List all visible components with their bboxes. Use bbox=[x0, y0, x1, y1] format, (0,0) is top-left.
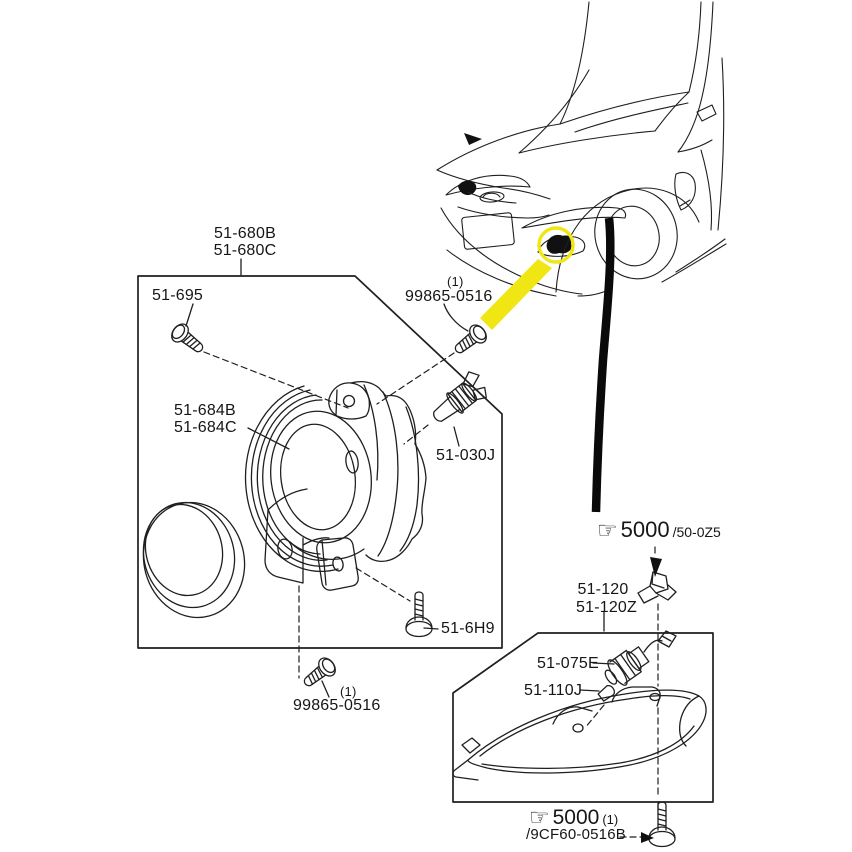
fog-lamp-assembly-code: 51-680B 51-680C bbox=[200, 225, 290, 259]
marker-code-line1: 51-120 bbox=[577, 581, 629, 598]
yellow-pointer-stripe bbox=[480, 259, 552, 330]
left-headlight bbox=[445, 174, 531, 196]
pointing-hand-icon: ☞ bbox=[529, 804, 550, 830]
screw-bottom-code: 99865-0516 bbox=[293, 697, 381, 714]
assembly-code-line1: 51-680B bbox=[214, 225, 276, 242]
car-illustration bbox=[436, 1, 727, 297]
location-pointer-black bbox=[591, 217, 615, 513]
license-plate bbox=[461, 212, 515, 250]
screw-ref-qty: (1) bbox=[602, 812, 619, 827]
fender-gill bbox=[674, 171, 696, 211]
cowl-vent-shape bbox=[464, 133, 482, 145]
screw-code-51-695: 51-695 bbox=[152, 287, 204, 304]
fog-lamp-lens bbox=[142, 501, 246, 619]
front-wheel bbox=[594, 188, 678, 280]
side-marker-lamp bbox=[452, 686, 707, 781]
bolt-51-6H9 bbox=[405, 591, 433, 638]
screw-bottom-qty: (1) bbox=[340, 684, 357, 699]
bulb-socket-51-075E bbox=[604, 646, 650, 686]
screw-top-code: 99865-0516 bbox=[405, 288, 493, 305]
bracket-code-line1: 51-684B bbox=[174, 402, 236, 419]
screw-ref-part: /9CF60-0516B bbox=[526, 826, 626, 843]
side-marker-parts-box bbox=[452, 546, 714, 848]
fog-lamp-highlight bbox=[480, 226, 575, 330]
arrowhead-down bbox=[650, 557, 662, 577]
screw-99865-0516-bottom bbox=[298, 654, 340, 693]
assembly-dashed-lines bbox=[203, 351, 455, 679]
screw-9CF60-0516B bbox=[648, 801, 676, 848]
fog-lamp-bracket bbox=[264, 488, 359, 591]
fog-lamp-shape bbox=[546, 234, 572, 254]
screw-ref-code: 5000 bbox=[552, 806, 600, 829]
assembly-dashed-lines-marker bbox=[584, 546, 659, 838]
side-marker-box-outline bbox=[452, 632, 714, 803]
fog-lamp-housing bbox=[269, 381, 427, 562]
yellow-highlight-circle bbox=[537, 226, 575, 264]
clip-5000 bbox=[637, 571, 677, 604]
screw-ref-note: ☞ 5000 (1) bbox=[529, 806, 618, 829]
mount-bolt-code: 51-6H9 bbox=[441, 620, 495, 637]
clip-ref-suffix: /50-0Z5 bbox=[672, 524, 721, 540]
clip-ref-code: 5000 bbox=[620, 517, 670, 542]
pointing-hand-icon: ☞ bbox=[597, 517, 618, 543]
socket-code: 51-075E bbox=[537, 655, 599, 672]
screw-51-695 bbox=[167, 320, 209, 359]
fog-lamp-parts-box bbox=[137, 258, 503, 698]
screw-top-qty: (1) bbox=[447, 274, 464, 289]
fog-lamp-box-outline bbox=[137, 275, 503, 649]
bulb-51-110J bbox=[597, 685, 615, 702]
mazda-badge bbox=[479, 191, 505, 203]
door-mirror bbox=[696, 104, 717, 122]
side-marker-assembly-code: 51-120 51-120Z bbox=[576, 581, 637, 617]
bracket-code: 51-684B 51-684C bbox=[174, 402, 237, 436]
right-headlight bbox=[521, 206, 627, 229]
wire-connector bbox=[657, 630, 677, 648]
assembly-code-line2: 51-680C bbox=[213, 242, 277, 259]
screw-99865-0516-top bbox=[449, 321, 491, 360]
leader-lines-fog-box bbox=[185, 258, 469, 698]
bulb-code: 51-110J bbox=[524, 682, 583, 699]
arrowhead-right bbox=[641, 832, 654, 843]
bulb-socket-code: 51-030J bbox=[436, 447, 496, 464]
clip-ref-note: ☞ 5000 /50-0Z5 bbox=[597, 517, 721, 543]
marker-code-line2: 51-120Z bbox=[576, 599, 637, 616]
bracket-code-line2: 51-684C bbox=[174, 419, 237, 436]
leader-lines-marker-box bbox=[579, 611, 615, 692]
bulb-socket-51-030J bbox=[433, 371, 487, 422]
socket-wire bbox=[643, 639, 663, 653]
